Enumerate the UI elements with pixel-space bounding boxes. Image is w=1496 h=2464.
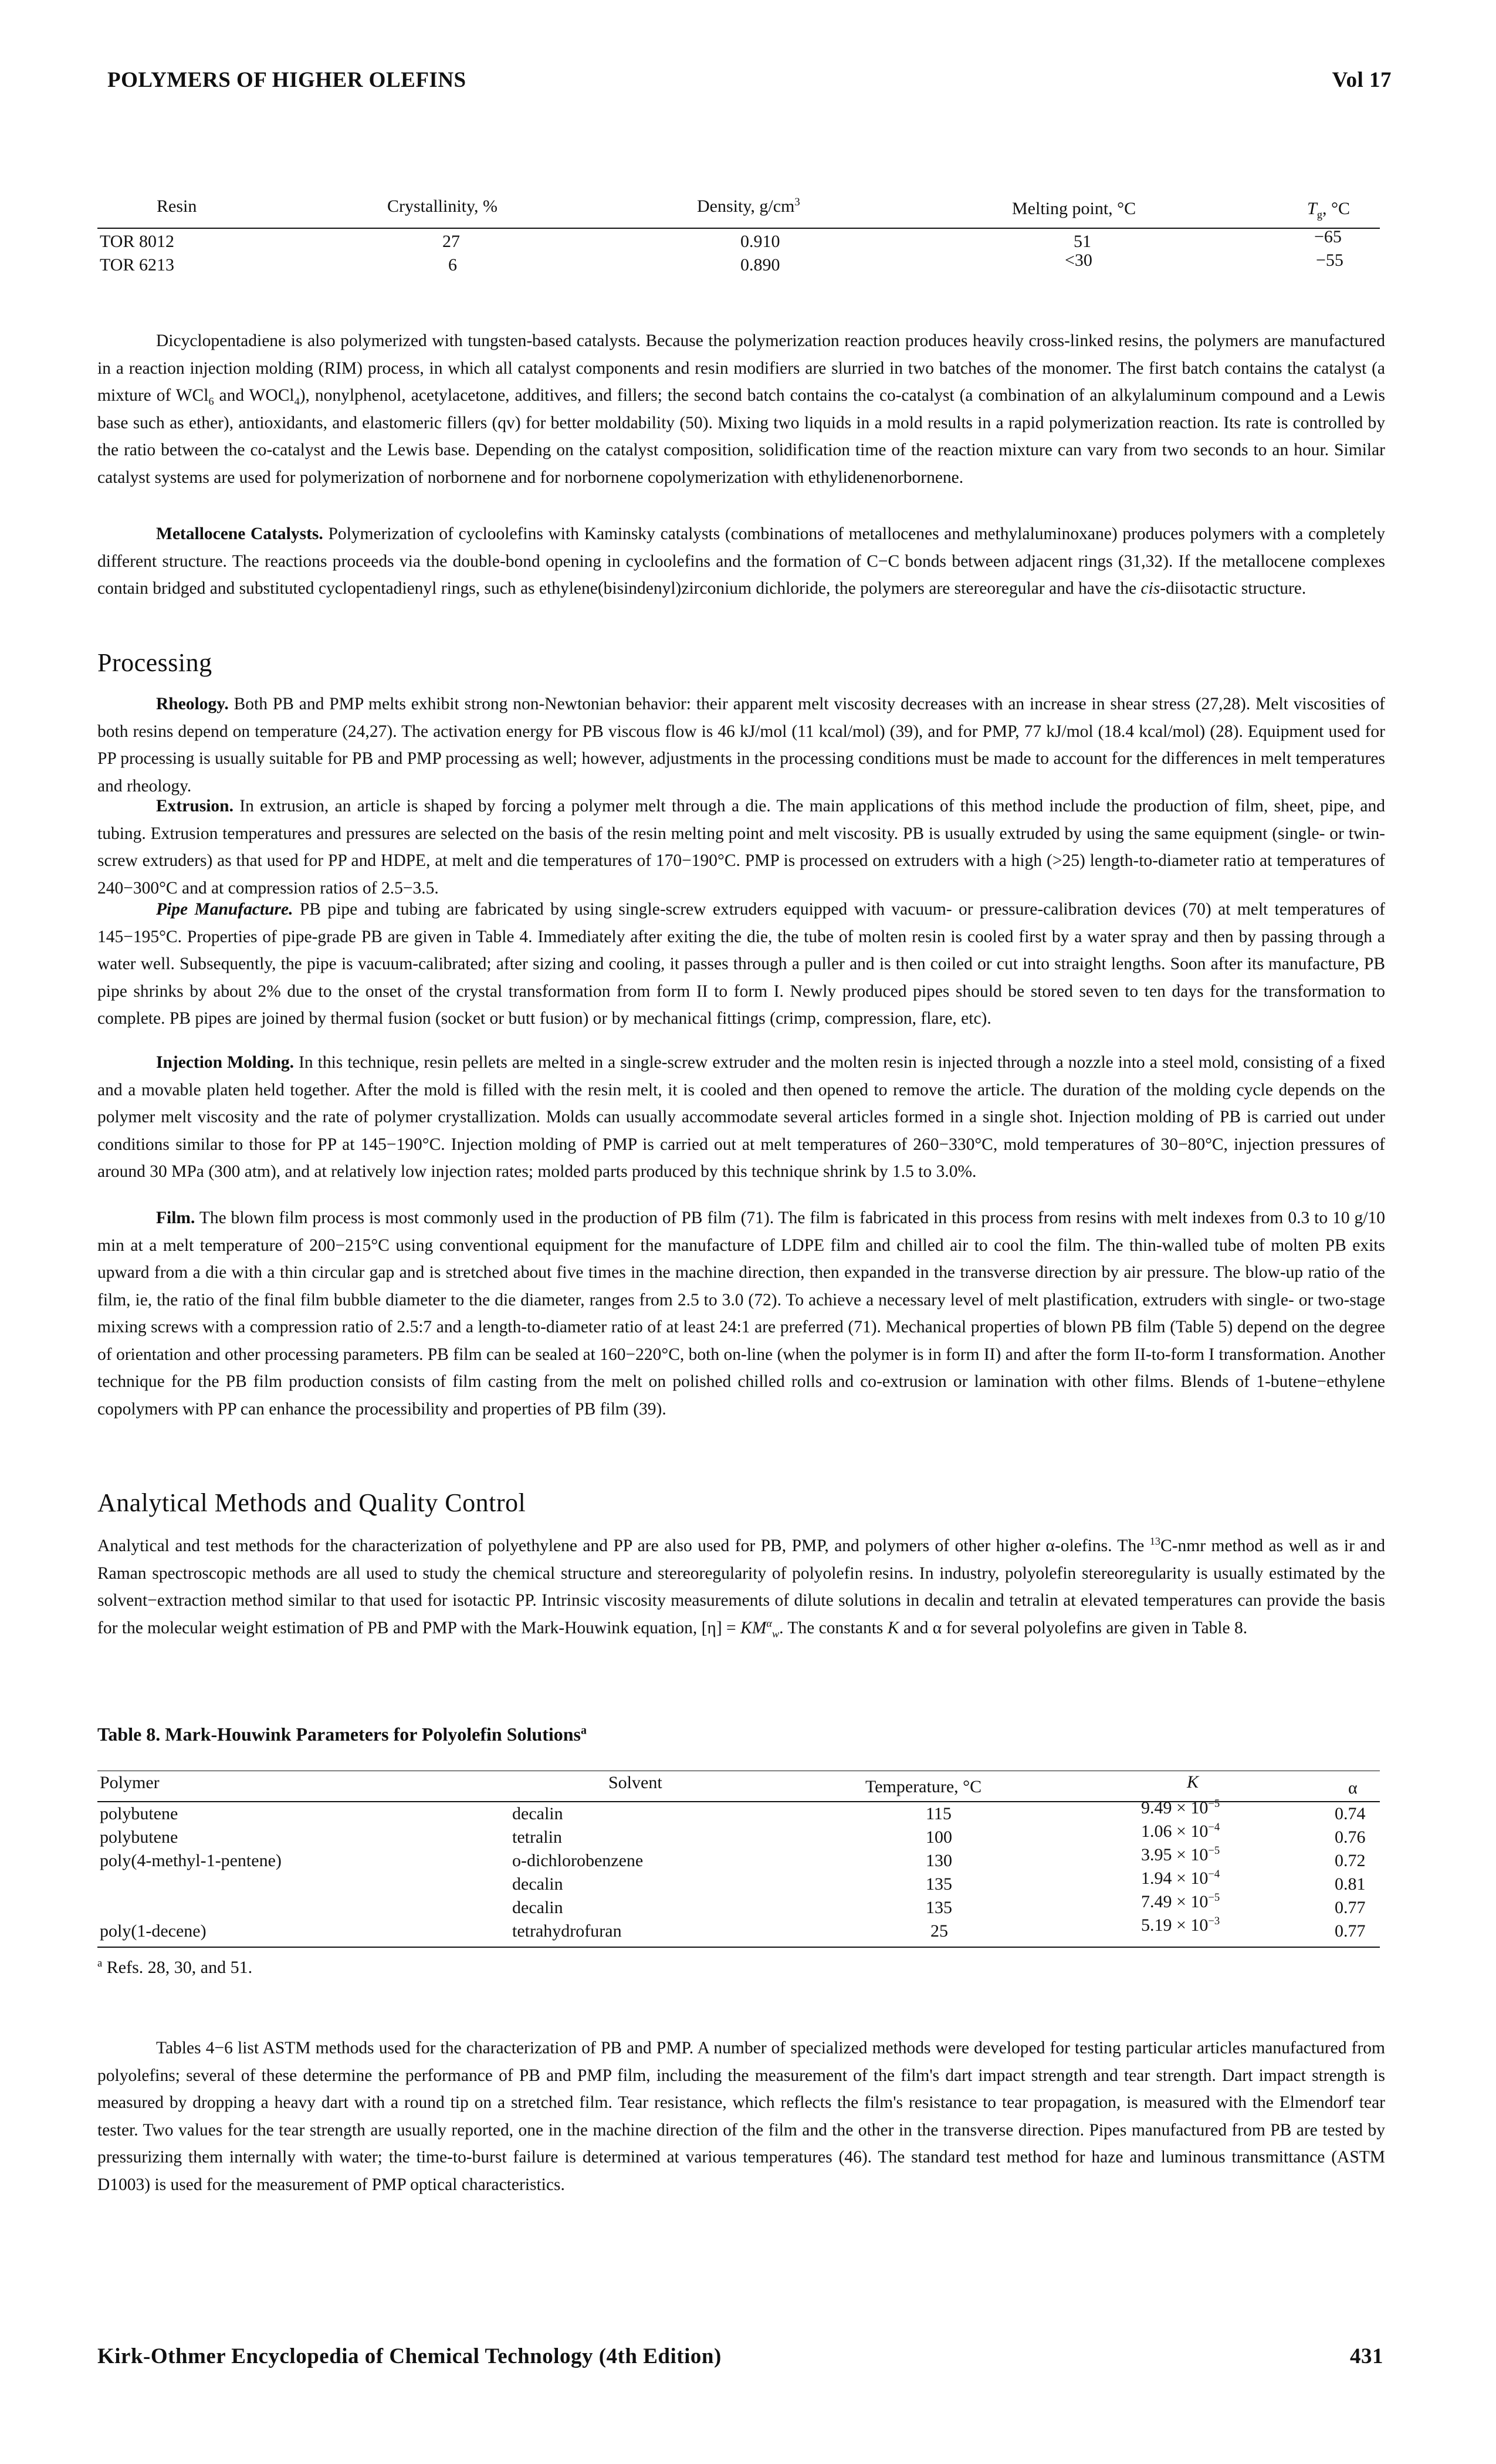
table-cell: 0.77 <box>1335 1898 1366 1917</box>
column-header-solvent: Solvent <box>608 1773 662 1792</box>
table-cell: polybutene <box>100 1804 178 1823</box>
table-cell: polybutene <box>100 1827 178 1847</box>
table-cell: TOR 6213 <box>100 255 174 275</box>
run-in-heading: Extrusion. <box>156 797 233 815</box>
run-in-heading: Injection Molding. <box>156 1053 295 1072</box>
pipe-manufacture-paragraph: Pipe Manufacture. PB pipe and tubing are… <box>97 900 1385 1028</box>
running-header-volume: Vol 17 <box>1332 68 1392 92</box>
table-cell: 0.72 <box>1335 1851 1366 1870</box>
body-paragraph: Dicyclopentadiene is also polymerized wi… <box>97 331 1385 487</box>
column-header-crystallinity: Crystallinity, % <box>387 197 498 216</box>
rheology-paragraph: Rheology. Both PB and PMP melts exhibit … <box>97 695 1385 796</box>
table-cell: <30 <box>1065 251 1092 270</box>
mark-houwink-equation: KMαw <box>740 1617 780 1640</box>
table-cell: poly(4-methyl-1-pentene) <box>100 1851 282 1870</box>
table-cell: TOR 8012 <box>100 232 174 251</box>
table-cell: 3.95 × 10−5 <box>1141 1844 1220 1864</box>
table-cell: decalin <box>512 1804 563 1823</box>
extrusion-paragraph: Extrusion. In extrusion, an article is s… <box>97 797 1385 898</box>
table-cell: 6 <box>448 255 457 275</box>
table-cell: 5.19 × 10−3 <box>1141 1915 1220 1935</box>
column-header-tg: Tg, °C <box>1307 199 1350 221</box>
table-cell: tetrahydrofuran <box>512 1921 622 1941</box>
section-heading-analytical: Analytical Methods and Quality Control <box>97 1488 526 1517</box>
table-rule <box>97 228 1380 229</box>
table-cell: 0.81 <box>1335 1874 1366 1894</box>
table-caption: Table 8. Mark-Houwink Parameters for Pol… <box>97 1724 587 1745</box>
column-header-k: K <box>1187 1772 1199 1792</box>
table-cell: poly(1-decene) <box>100 1921 207 1941</box>
section-heading-processing: Processing <box>97 648 212 677</box>
running-header-title: POLYMERS OF HIGHER OLEFINS <box>107 68 466 92</box>
column-header-temperature: Temperature, °C <box>865 1777 982 1796</box>
column-header-polymer: Polymer <box>100 1773 160 1792</box>
table-cell: 135 <box>926 1898 952 1917</box>
table-cell: tetralin <box>512 1827 562 1847</box>
table-cell: 0.74 <box>1335 1804 1366 1823</box>
table-cell: decalin <box>512 1874 563 1894</box>
table-cell: 0.76 <box>1335 1827 1366 1847</box>
column-header-alpha: α <box>1348 1778 1358 1798</box>
metallocene-paragraph: Metallocene Catalysts. Polymerization of… <box>97 524 1385 598</box>
table-cell: 27 <box>442 232 460 251</box>
table-rule <box>97 1801 1380 1802</box>
table-cell: 25 <box>930 1921 948 1941</box>
table-cell: o-dichlorobenzene <box>512 1851 644 1870</box>
table-cell: −65 <box>1314 227 1342 246</box>
injection-molding-paragraph: Injection Molding. In this technique, re… <box>97 1053 1385 1181</box>
table-cell: 100 <box>926 1827 952 1847</box>
table-cell: 1.94 × 10−4 <box>1141 1868 1220 1888</box>
table-cell: 0.890 <box>740 255 780 275</box>
run-in-heading: Metallocene Catalysts. <box>156 524 323 543</box>
table-cell: 135 <box>926 1874 952 1894</box>
body-paragraph: Tables 4−6 list ASTM methods used for th… <box>97 2039 1385 2194</box>
table-rule <box>97 1947 1380 1948</box>
run-in-heading: Pipe Manufacture. <box>156 900 293 919</box>
table-cell: 1.06 × 10−4 <box>1141 1821 1220 1841</box>
table-cell: decalin <box>512 1898 563 1917</box>
column-header-density: Density, g/cm3 <box>697 196 800 216</box>
film-paragraph: Film. The blown film process is most com… <box>97 1209 1385 1419</box>
table-cell: 9.49 × 10−5 <box>1141 1798 1220 1817</box>
table-cell: 130 <box>926 1851 952 1870</box>
table-cell: 115 <box>926 1804 952 1823</box>
table-cell: 51 <box>1074 232 1091 251</box>
table-cell: 0.77 <box>1335 1921 1366 1941</box>
table-cell: −55 <box>1316 251 1343 270</box>
table-footnote: a Refs. 28, 30, and 51. <box>97 1957 253 1977</box>
run-in-heading: Rheology. <box>156 695 229 713</box>
column-header-resin: Resin <box>157 197 197 216</box>
column-header-melting-point: Melting point, °C <box>1012 199 1136 218</box>
running-footer-title: Kirk-Othmer Encyclopedia of Chemical Tec… <box>97 2344 722 2368</box>
analytical-paragraph: Analytical and test methods for the char… <box>97 1535 1385 1640</box>
run-in-heading: Film. <box>156 1209 195 1227</box>
table-cell: 0.910 <box>740 232 780 251</box>
table-cell: 7.49 × 10−5 <box>1141 1891 1220 1911</box>
page-number: 431 <box>1350 2344 1383 2368</box>
